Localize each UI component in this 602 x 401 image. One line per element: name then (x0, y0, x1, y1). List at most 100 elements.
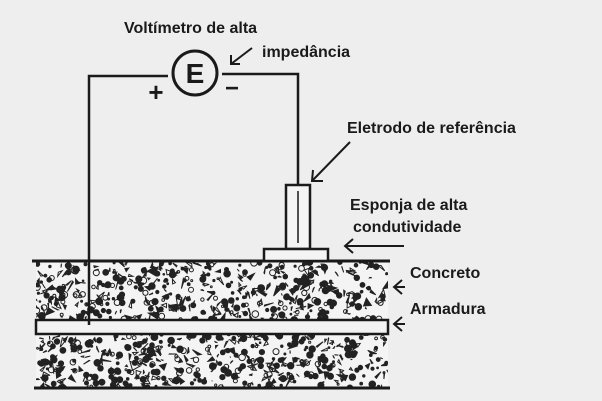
aggregate-speck (359, 282, 366, 288)
aggregate-speck (284, 282, 289, 287)
aggregate-speck (303, 292, 311, 302)
aggregate-speck (83, 262, 88, 267)
aggregate-speck (341, 266, 345, 273)
aggregate-speck (113, 335, 117, 342)
aggregate-speck (36, 282, 40, 288)
aggregate-speck (141, 341, 145, 345)
aggregate-speck (192, 300, 196, 304)
aggregate-speck (287, 362, 295, 370)
aggregate-speck (199, 275, 207, 283)
aggregate-speck (273, 284, 281, 297)
aggregate-speck (81, 279, 85, 283)
aggregate-speck (327, 372, 334, 380)
aggregate-speck (267, 374, 272, 384)
aggregate-speck (214, 383, 218, 387)
aggregate-speck (163, 279, 167, 283)
aggregate-speck (319, 281, 325, 287)
aggregate-speck (273, 266, 281, 275)
aggregate-speck (300, 361, 306, 367)
aggregate-speck (60, 294, 64, 298)
aggregate-speck (102, 294, 109, 301)
aggregate-speck (84, 380, 89, 386)
aggregate-speck (285, 379, 291, 388)
aggregate-speck (321, 266, 325, 270)
aggregate-speck (277, 357, 284, 364)
aggregate-speck (307, 272, 315, 279)
aggregate-speck (66, 280, 74, 292)
aggregate-speck (214, 268, 221, 274)
aggregate-speck (287, 342, 292, 348)
aggregate-speck (123, 381, 129, 387)
aggregate-speck (69, 336, 77, 347)
aggregate-speck (204, 265, 208, 270)
aggregate-speck (101, 282, 106, 288)
voltmeter-circle (171, 49, 219, 97)
aggregate-speck (189, 381, 195, 386)
aggregate-speck (277, 300, 284, 307)
aggregate-speck (258, 302, 261, 308)
aggregate-speck (155, 357, 162, 362)
voltmeter-subtitle: impedância (262, 44, 350, 61)
aggregate-speck (326, 364, 333, 372)
aggregate-speck (278, 311, 286, 319)
aggregate-speck (333, 379, 339, 385)
aggregate-speck (180, 276, 185, 289)
aggregate-speck (190, 279, 194, 283)
aggregate-speck (45, 358, 54, 369)
aggregate-speck (201, 378, 208, 385)
aggregate-speck (216, 353, 220, 358)
aggregate-speck (186, 282, 191, 287)
aggregate-speck (194, 372, 201, 379)
aggregate-speck (81, 348, 91, 354)
aggregate-speck (336, 382, 340, 386)
aggregate-speck (242, 380, 248, 386)
aggregate-speck (329, 304, 335, 310)
aggregate-speck (202, 270, 206, 276)
aggregate-speck (300, 303, 304, 307)
aggregate-speck (251, 358, 255, 362)
conductive-sponge (262, 247, 330, 263)
aggregate-speck (200, 297, 205, 302)
aggregate-speck (380, 363, 388, 367)
aggregate-speck (248, 373, 253, 377)
negative-wire (222, 72, 300, 185)
aggregate-speck (233, 304, 241, 312)
aggregate-speck (250, 343, 255, 349)
aggregate-speck (64, 262, 72, 270)
aggregate-speck (69, 358, 77, 366)
aggregate-speck (257, 284, 266, 293)
aggregate-speck (206, 293, 214, 302)
aggregate-speck (242, 272, 247, 277)
aggregate-speck (211, 290, 216, 295)
aggregate-speck (43, 273, 48, 278)
aggregate-speck (236, 289, 242, 295)
aggregate-speck (291, 357, 299, 365)
aggregate-speck (80, 309, 87, 316)
aggregate-speck (304, 335, 310, 341)
electrode-leader-arrow (310, 141, 351, 182)
aggregate-speck (57, 360, 65, 367)
aggregate-speck (39, 337, 45, 340)
aggregate-speck (228, 297, 235, 304)
aggregate-speck (301, 262, 306, 267)
aggregate-speck (323, 268, 328, 275)
aggregate-speck (120, 337, 127, 340)
aggregate-speck (205, 346, 211, 352)
aggregate-speck (185, 367, 193, 374)
aggregate-speck (120, 301, 125, 306)
aggregate-speck (350, 376, 353, 381)
aggregate-speck (312, 372, 319, 380)
aggregate-speck (48, 264, 52, 269)
aggregate-speck (230, 291, 235, 295)
aggregate-speck (55, 366, 62, 379)
aggregate-speck (368, 262, 375, 269)
aggregate-speck (346, 270, 358, 276)
aggregate-speck (236, 268, 240, 272)
aggregate-speck (158, 262, 162, 272)
aggregate-speck (56, 269, 64, 279)
aggregate-speck (43, 292, 50, 299)
aggregate-speck (267, 263, 273, 269)
aggregate-speck (115, 361, 120, 366)
aggregate-speck (105, 352, 110, 357)
aggregate-speck (147, 266, 159, 277)
